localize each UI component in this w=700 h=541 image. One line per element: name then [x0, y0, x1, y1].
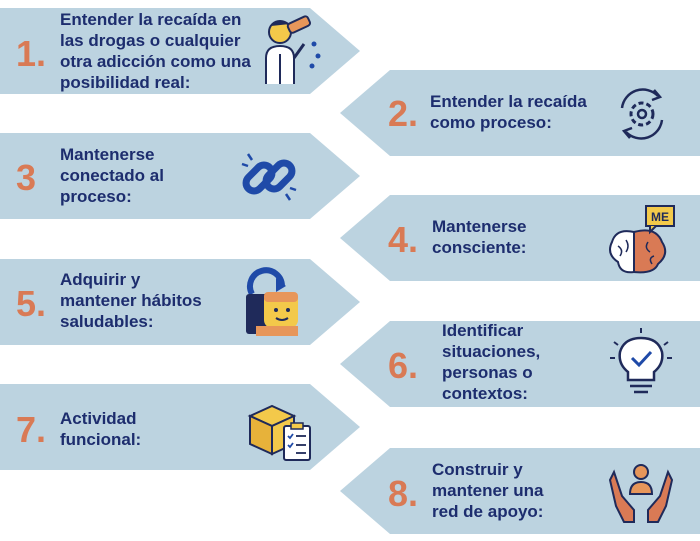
step-7-text: Actividad funcional:	[60, 409, 142, 449]
person-drinking-icon	[265, 15, 321, 84]
step-6-number: 6.	[388, 345, 419, 386]
hands-support-icon	[608, 464, 674, 523]
step-1-number: 1.	[16, 33, 47, 74]
brain-icon: ME	[609, 205, 675, 274]
step-3-number: 3	[16, 157, 37, 198]
step-5-band	[0, 259, 360, 345]
box-clipboard-icon	[247, 404, 311, 461]
step-2-band	[340, 70, 700, 156]
step-4-number: 4.	[388, 219, 419, 260]
step-4-text: Mantenerse consciente:	[432, 217, 527, 257]
step-7-number: 7.	[16, 409, 47, 450]
step-3-text: Mantenerse conectado al proceso:	[60, 145, 164, 206]
step-6-text: Identificar situaciones, personas o cont…	[442, 321, 541, 403]
step-8-text: Construir y mantener una red de apoyo:	[432, 460, 544, 521]
chain-link-icon	[241, 153, 297, 201]
step-5-text: Adquirir y mantener hábitos saludables:	[60, 270, 202, 331]
lightbulb-check-icon	[610, 328, 672, 394]
brain-tag-label: ME	[651, 210, 669, 224]
step-8-number: 8.	[388, 473, 419, 514]
gear-cycle-icon	[620, 88, 664, 140]
step-2-number: 2.	[388, 93, 419, 134]
step-2-text: Entender la recaída como proceso:	[430, 92, 587, 132]
step-3-band	[0, 133, 360, 219]
step-5-number: 5.	[16, 283, 47, 324]
head-habits-icon	[246, 267, 298, 336]
step-1-text: Entender la recaída en las drogas o cual…	[60, 10, 251, 92]
